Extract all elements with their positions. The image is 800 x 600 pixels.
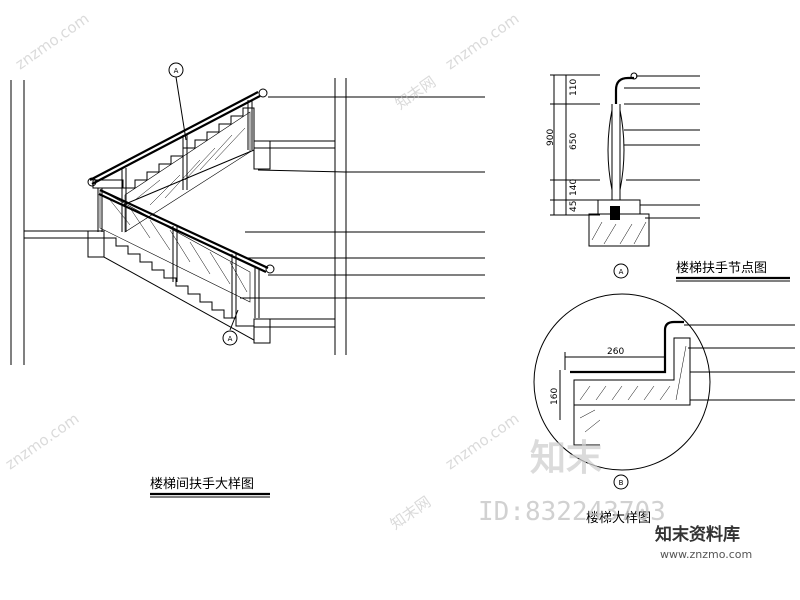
callout-label-bottom: A — [228, 335, 233, 343]
nosing-profile — [570, 320, 684, 374]
watermark-site: znzmo.com — [442, 9, 522, 73]
dim-segment: 650 — [569, 133, 579, 150]
lower-flight-soffit — [103, 256, 255, 341]
dim-segment: 110 — [569, 79, 579, 96]
detail-b: 260 160 B 楼梯大样图 — [533, 293, 795, 526]
callout-circle — [222, 330, 238, 346]
lower-flight-steps — [104, 237, 254, 327]
watermark-brand: 知末网 — [392, 73, 439, 114]
rail-head — [614, 76, 634, 104]
detail-b-circle — [533, 293, 711, 471]
detail-b-callout-label: B — [619, 479, 624, 487]
dim-total: 900 — [546, 129, 556, 146]
detail-b-leaders — [684, 324, 795, 401]
dim-height: 160 — [550, 388, 560, 405]
watermark-layer: znzmo.com 知末网 znzmo.com znzmo.com znzmo.… — [2, 9, 752, 561]
lower-handrail — [99, 189, 269, 269]
rail-end-cap — [87, 177, 97, 187]
upper-flight-soffit — [122, 149, 255, 206]
elevation-title: 楼梯间扶手大样图 — [150, 477, 254, 492]
rail-end-cap — [258, 88, 268, 98]
landing-beam — [87, 230, 105, 258]
upper-landing — [253, 140, 336, 149]
lower-beam — [253, 318, 271, 344]
corner-brand: 知末资料库 — [654, 524, 740, 545]
watermark-site: znzmo.com — [2, 409, 82, 473]
glass-edge — [619, 109, 625, 191]
dim-segment: 140 — [569, 179, 579, 196]
elevation-leaders — [240, 96, 485, 299]
lower-glass-panel — [99, 189, 251, 303]
detail-a-callout — [613, 263, 629, 279]
baluster-posts — [97, 100, 260, 318]
corner-url: www.znzmo.com — [660, 548, 752, 561]
watermark-site: znzmo.com — [12, 9, 92, 73]
floor-slab — [23, 230, 105, 239]
detail-a-leaders — [624, 75, 700, 219]
anchor-bolt — [610, 206, 620, 220]
riser-line — [573, 405, 600, 446]
callout-circle — [168, 62, 184, 78]
detail-b-callout — [613, 474, 629, 490]
upper-handrail — [89, 91, 259, 181]
section-line — [229, 309, 239, 331]
detail-a-title: 楼梯扶手节点图 — [676, 261, 767, 276]
watermark-brand: 知末网 — [387, 493, 434, 534]
dim-width: 260 — [607, 347, 624, 357]
watermark-id: ID:832243703 — [478, 497, 666, 527]
watermark-big: 知末 — [530, 438, 602, 479]
stair-elevation: A A 楼梯间扶手大样图 — [10, 62, 485, 498]
detail-a: 900 110 650 140 45 — [546, 72, 790, 282]
glass-edge — [607, 109, 613, 191]
callout-label-top: A — [174, 67, 179, 75]
detail-a-callout-label: A — [619, 268, 624, 276]
detail-b-caption: 楼梯大样图 — [586, 511, 651, 526]
upper-glass-panel — [124, 111, 251, 233]
upper-flight-steps — [123, 107, 255, 189]
rail-end-cap — [265, 264, 275, 274]
watermark-site: znzmo.com — [442, 409, 522, 473]
section-line — [175, 76, 187, 141]
dim-base: 45 — [569, 201, 579, 212]
upper-beam — [253, 140, 271, 170]
lower-handrail-edge — [98, 193, 267, 273]
lower-landing — [253, 318, 336, 328]
upper-handrail-edge — [91, 95, 261, 185]
